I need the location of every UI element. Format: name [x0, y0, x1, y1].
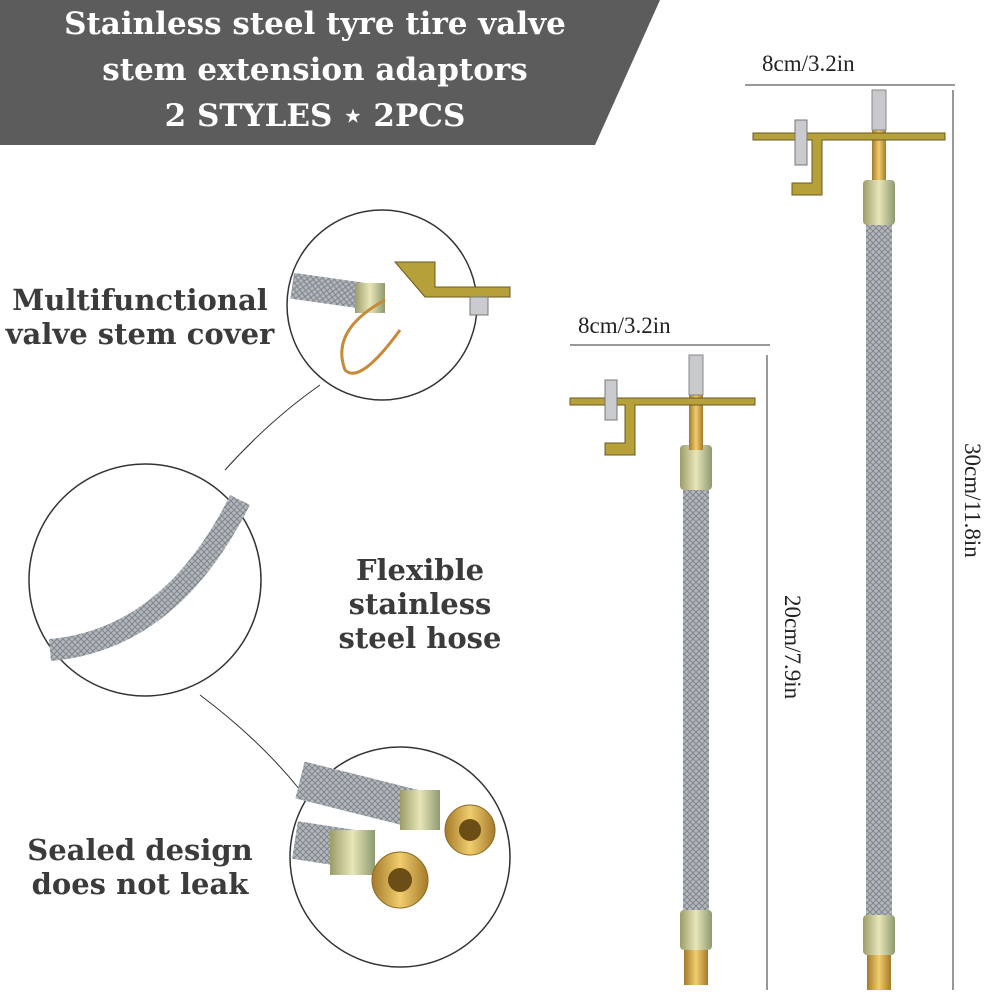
title-banner: Stainless steel tyre tire valve stem ext… [0, 0, 660, 145]
short-width-label: 8cm/3.2in [578, 313, 671, 338]
title-line-2: stem extension adaptors [102, 52, 528, 88]
dimension-lines [570, 84, 955, 990]
short-extension [569, 354, 756, 985]
feature-label-cover: Multifunctional valve stem cover [0, 283, 280, 351]
detail-circle-hose [28, 463, 262, 697]
feature-label-hose: Flexible stainless steel hose [280, 553, 560, 655]
title-line-1: Stainless steel tyre tire valve [64, 6, 566, 42]
title-line-3: 2 STYLES ⋆ 2PCS [164, 98, 466, 134]
feature-text: valve stem cover [5, 317, 275, 351]
feature-text: Flexible stainless [348, 553, 492, 621]
feature-text: steel hose [338, 621, 502, 655]
detail-circle-seal [289, 746, 511, 968]
long-width-label: 8cm/3.2in [762, 51, 855, 76]
feature-text: Multifunctional [12, 283, 268, 317]
feature-text: Sealed design [27, 833, 253, 867]
short-length-label: 20cm/7.9in [780, 595, 805, 700]
feature-text: does not leak [31, 867, 249, 901]
feature-label-seal: Sealed design does not leak [10, 833, 270, 901]
long-extension [752, 89, 946, 990]
long-length-label: 30cm/11.8in [960, 443, 985, 558]
detail-circle-cover [286, 209, 511, 401]
connector-lines [199, 384, 321, 791]
